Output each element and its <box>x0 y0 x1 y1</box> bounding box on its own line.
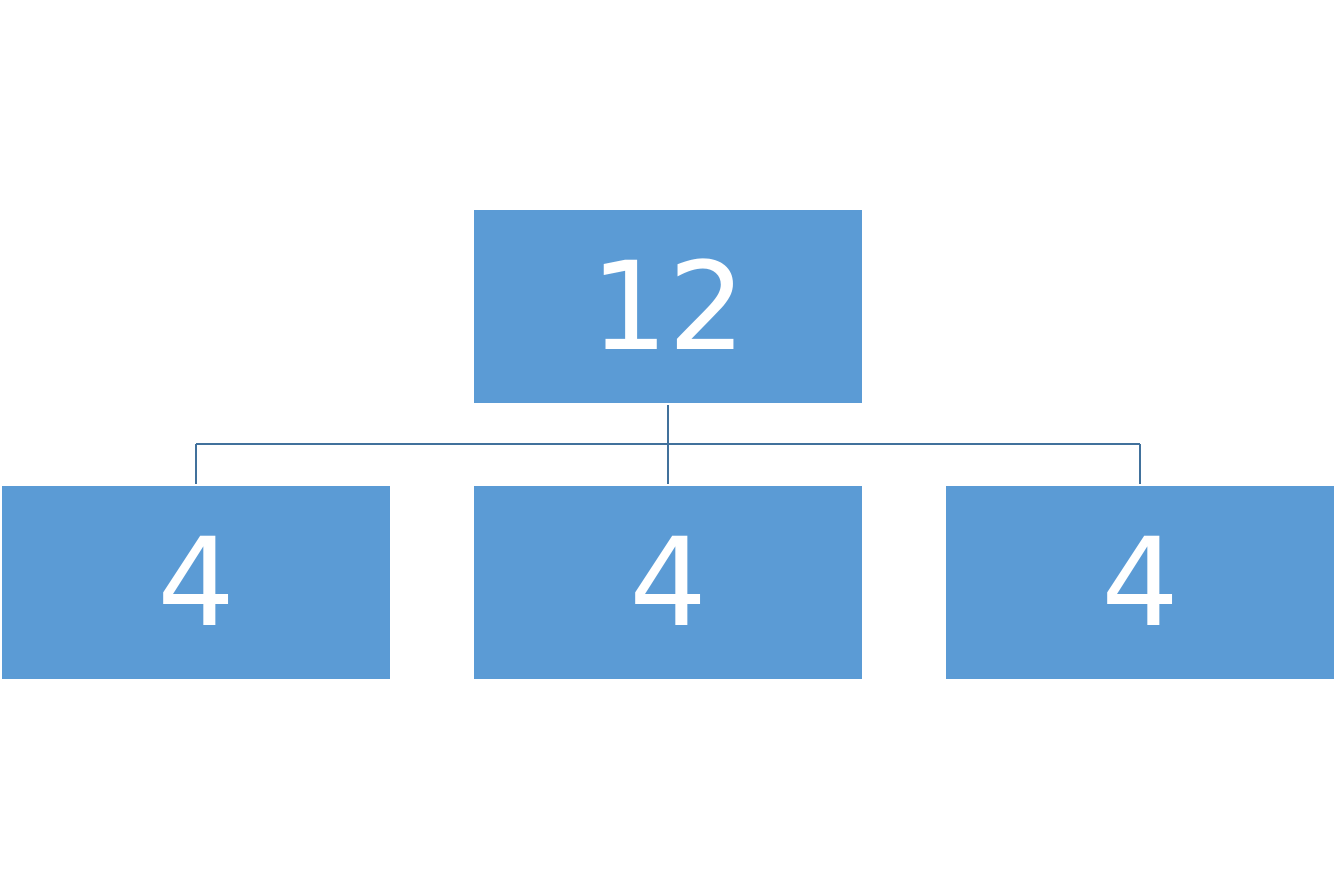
child-node-label: 4 <box>157 511 235 654</box>
child-node-label: 4 <box>1101 511 1179 654</box>
child-node-1: 4 <box>2 486 390 679</box>
child-node-3: 4 <box>946 486 1334 679</box>
root-node: 12 <box>474 210 862 403</box>
child-node-label: 4 <box>629 511 707 654</box>
root-node-label: 12 <box>590 235 746 378</box>
child-node-2: 4 <box>474 486 862 679</box>
